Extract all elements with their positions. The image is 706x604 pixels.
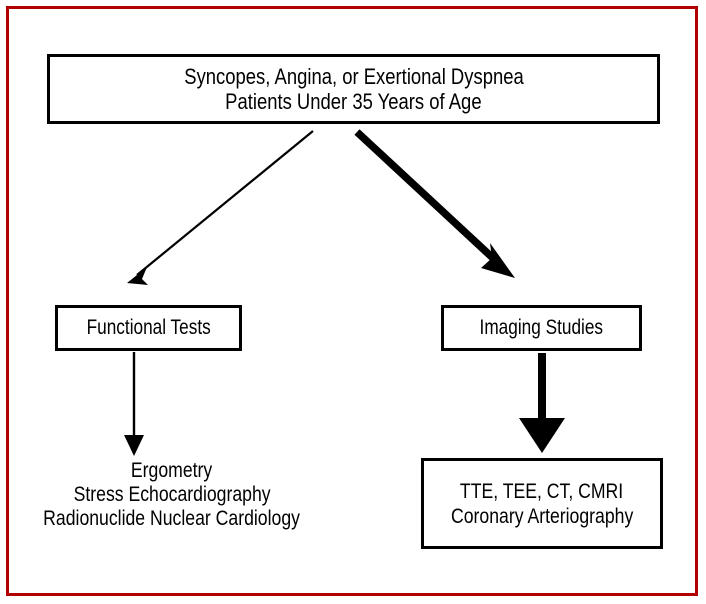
node-presenting-complaint: Syncopes, Angina, or Exertional Dyspnea … [47,54,660,124]
node-functional-tests-detail: Ergometry Stress Echocardiography Radion… [0,455,344,533]
node-text-line: Ergometry [131,457,213,482]
node-text-line: Imaging Studies [479,316,604,340]
node-imaging-studies: Imaging Studies [441,305,642,351]
node-text-line: Patients Under 35 Years of Age [225,89,482,114]
node-text-line: Syncopes, Angina, or Exertional Dyspnea [183,63,524,89]
node-text-line: TTE, TEE, CT, CMRI [460,479,624,504]
node-functional-tests: Functional Tests [55,305,242,351]
node-imaging-studies-detail: TTE, TEE, CT, CMRI Coronary Arteriograph… [421,458,663,549]
node-text-line: Coronary Arteriography [450,503,634,528]
figure-border [6,6,698,596]
node-text-line: Radionuclide Nuclear Cardiology [43,506,301,531]
node-text-line: Functional Tests [86,316,211,340]
node-text-line: Stress Echocardiography [73,481,271,506]
